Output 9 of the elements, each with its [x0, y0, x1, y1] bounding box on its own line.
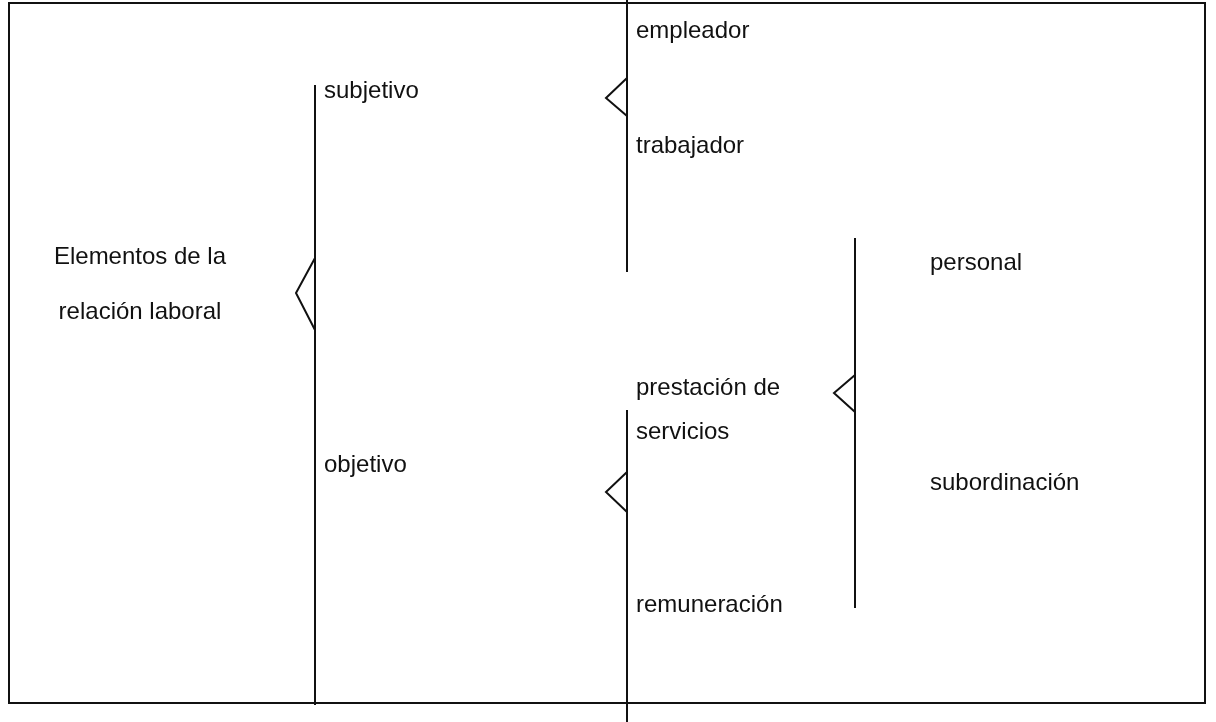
label-text: empleador: [636, 16, 750, 45]
label-text: subordinación: [930, 468, 1080, 497]
label-text: Elementos de la relación laboral: [52, 241, 228, 327]
label-text: personal: [930, 248, 1023, 277]
label-text: trabajador: [636, 131, 745, 160]
label-text: objetivo: [324, 450, 407, 479]
label-text: subjetivo: [324, 76, 419, 105]
label-text: prestación de servicios: [636, 372, 781, 447]
label-text: remuneración: [636, 590, 783, 619]
